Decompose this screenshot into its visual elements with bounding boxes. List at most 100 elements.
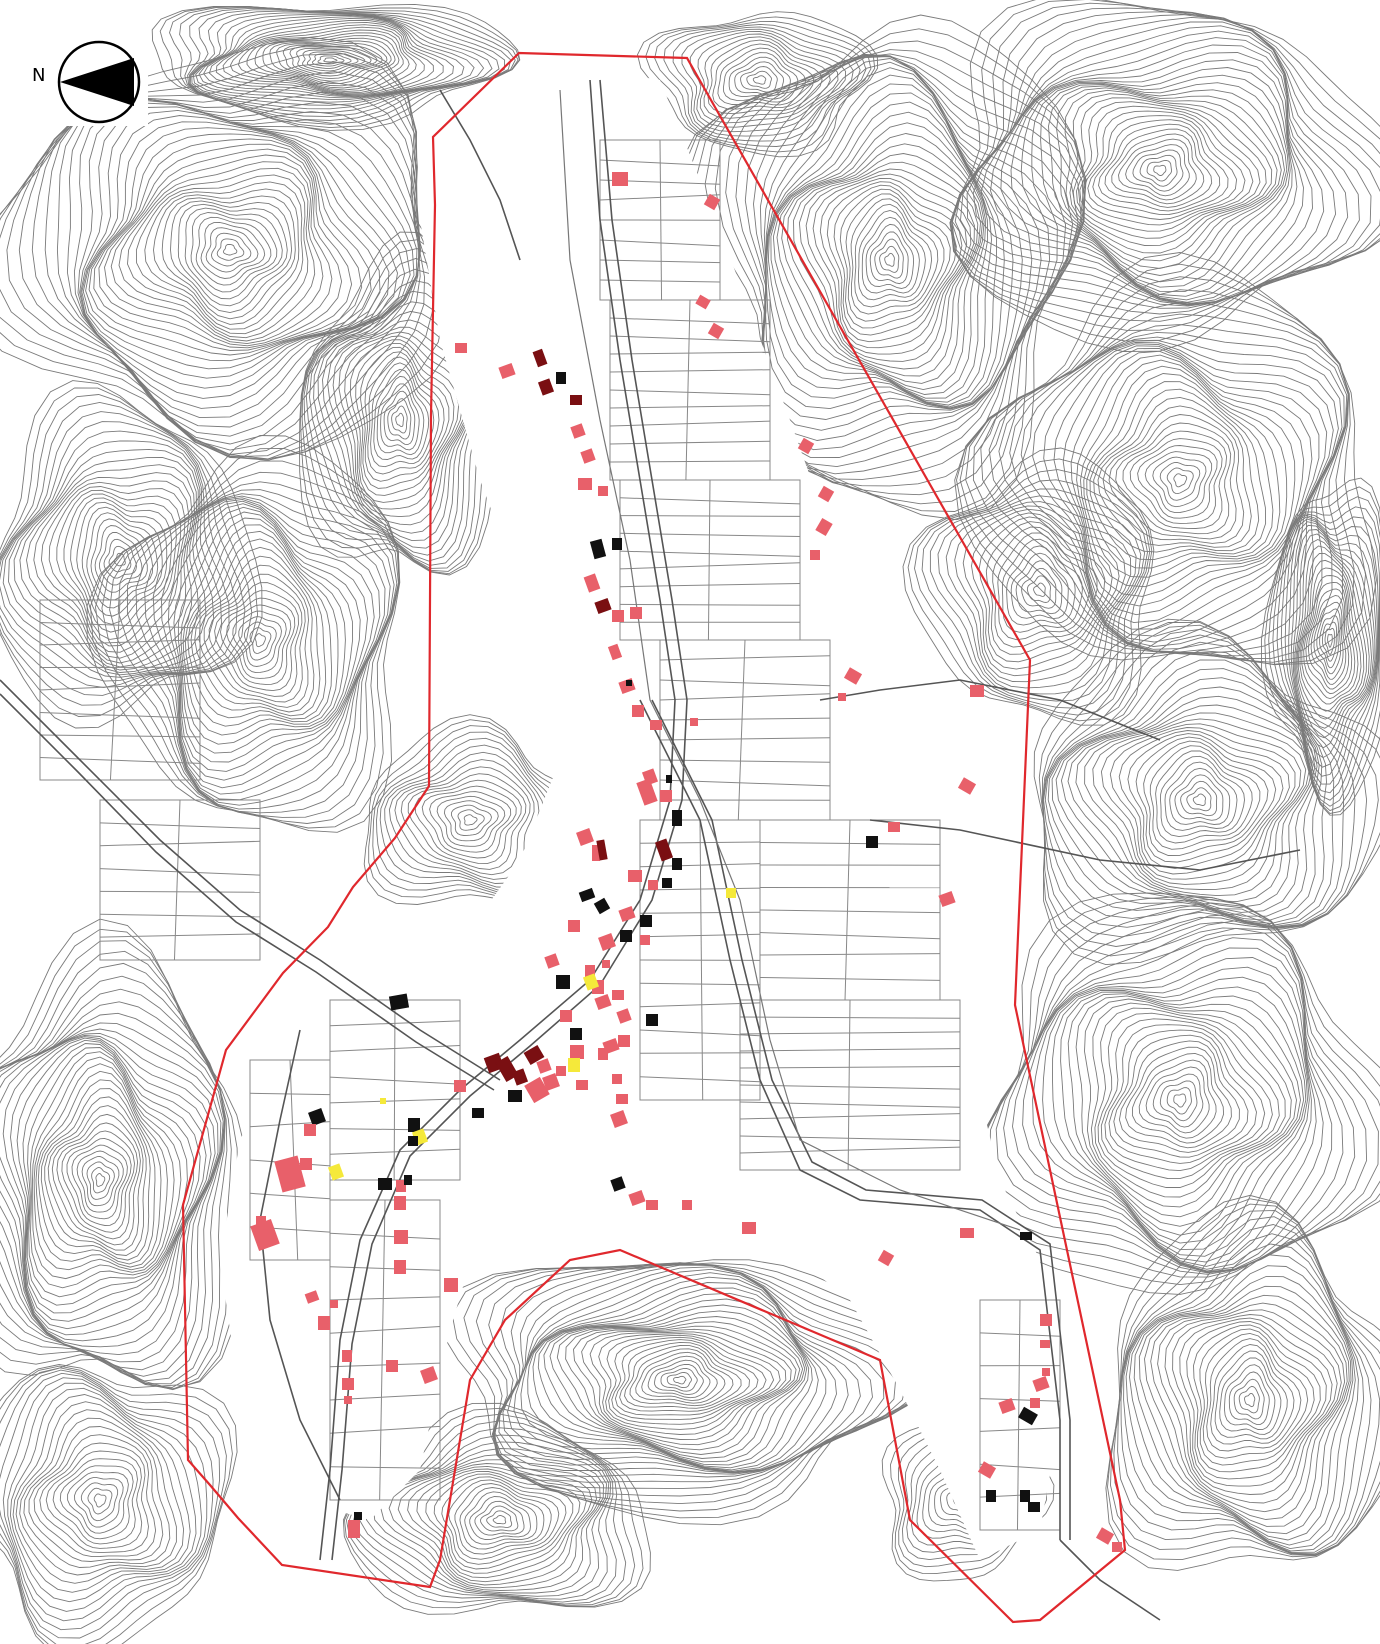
field-divider <box>39 639 201 646</box>
contour-line <box>48 486 186 653</box>
building-black <box>666 775 672 783</box>
contour-line <box>151 3 521 131</box>
field-divider <box>1016 1299 1021 1531</box>
contour-line <box>660 1368 698 1392</box>
contour-line <box>1166 1087 1192 1115</box>
contour-line <box>173 506 361 763</box>
contour-line <box>1069 93 1273 254</box>
contour-line <box>0 1034 216 1336</box>
building-red <box>682 1200 692 1210</box>
contour-line <box>1272 506 1380 807</box>
contour-line <box>0 1028 222 1348</box>
contour-line <box>1164 761 1238 831</box>
contour-line <box>770 101 992 403</box>
contour-line <box>144 497 386 795</box>
contour-line <box>1301 567 1359 705</box>
contour-line <box>937 495 1142 695</box>
contour-line <box>360 346 450 489</box>
building-black <box>610 1176 626 1192</box>
building-red <box>612 610 624 622</box>
building-red <box>455 343 467 353</box>
contour-line <box>433 1473 574 1570</box>
building-red <box>843 667 863 685</box>
contour-line <box>1290 524 1376 768</box>
contour-line <box>0 1022 224 1356</box>
north-letter: N <box>32 65 46 86</box>
building-red <box>585 965 595 977</box>
contour-line <box>1022 947 1317 1267</box>
contour-line <box>707 39 823 115</box>
contour-line <box>76 1150 124 1213</box>
contour-line <box>833 184 957 336</box>
contour-line <box>205 227 259 273</box>
contour-line <box>86 1161 115 1200</box>
contour-line <box>28 1426 164 1562</box>
contour-line <box>1118 730 1290 875</box>
contour-line <box>1160 755 1245 838</box>
contour-line <box>1288 521 1377 777</box>
field-divider <box>659 717 831 721</box>
contour-line <box>0 421 230 682</box>
contour-line <box>208 582 303 697</box>
field-divider <box>659 737 831 741</box>
contour-line <box>663 23 867 142</box>
field-divider <box>173 799 181 961</box>
contour-line <box>238 616 282 667</box>
field-divider <box>99 822 261 829</box>
field-divider <box>737 639 746 821</box>
field-divider <box>393 999 396 1181</box>
field-divider <box>379 1199 386 1501</box>
contour-line <box>492 1515 507 1525</box>
contour-line <box>1010 552 1069 620</box>
building-red <box>576 1080 588 1090</box>
contour-line <box>1284 518 1378 785</box>
contour-line <box>1193 1324 1321 1473</box>
contour-line <box>12 1394 191 1593</box>
contour-line <box>192 13 485 103</box>
field-divider <box>329 1425 441 1434</box>
contour-line <box>169 6 519 125</box>
contour-line <box>1060 986 1307 1244</box>
building-red <box>970 685 984 697</box>
contour-line <box>93 138 363 351</box>
building-red <box>394 1230 408 1244</box>
contour-line <box>451 1262 938 1519</box>
contour-line <box>786 143 983 384</box>
contour-line <box>414 779 522 865</box>
building-red <box>650 720 662 730</box>
contour-line <box>1098 123 1221 212</box>
contour-line <box>1072 97 1267 246</box>
building-maroon <box>594 597 612 615</box>
building-red <box>1040 1340 1050 1348</box>
contour-line <box>1092 119 1229 216</box>
contour-line <box>565 1321 801 1451</box>
field-divider <box>609 335 771 343</box>
contour-line <box>1060 686 1318 913</box>
building-red <box>394 1196 406 1210</box>
building-red <box>815 517 833 537</box>
contour-line <box>1042 966 1310 1257</box>
contour-line <box>159 6 521 129</box>
contour-line <box>781 133 985 391</box>
building-red <box>578 478 592 490</box>
building-red <box>542 1073 560 1091</box>
contour-line <box>1129 1254 1356 1546</box>
building-red <box>576 828 594 846</box>
field-divider <box>659 679 831 687</box>
contour-line <box>380 1454 604 1591</box>
field-divider <box>659 759 831 763</box>
contour-line <box>56 1122 139 1240</box>
building-black <box>866 836 878 848</box>
building-red <box>568 920 580 932</box>
field-divider <box>619 532 801 537</box>
contour-line <box>1122 430 1228 529</box>
field-divider <box>599 194 721 201</box>
contour-line <box>869 231 909 285</box>
contour-line <box>13 448 207 673</box>
building-red <box>544 953 560 969</box>
field-divider <box>99 840 261 847</box>
building-red <box>628 870 642 882</box>
contour-line <box>391 405 408 434</box>
contour-line <box>376 375 425 456</box>
